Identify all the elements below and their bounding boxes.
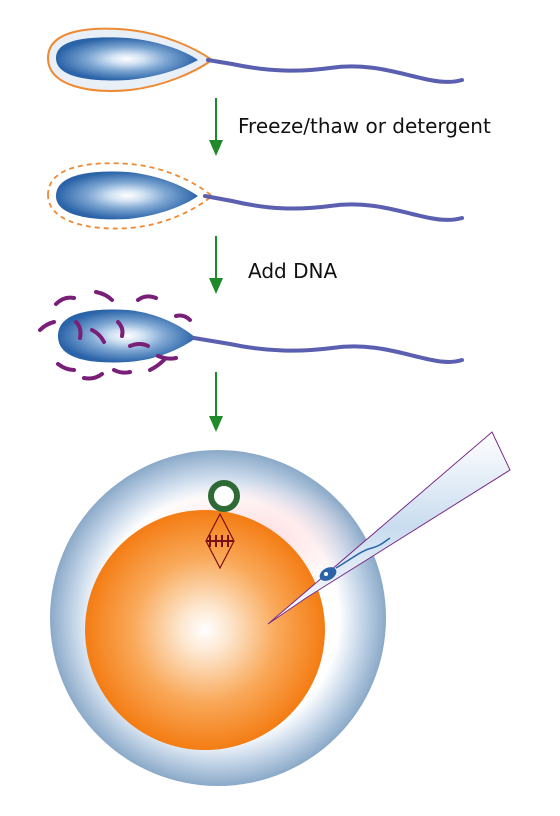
sperm-head <box>58 309 196 363</box>
dna-fragment-icon <box>90 328 106 344</box>
egg-icon <box>50 450 386 786</box>
sperm-with-dna <box>38 290 464 381</box>
down-arrow-icon <box>209 372 223 432</box>
dna-fragment-icon <box>94 290 114 302</box>
dna-fragments <box>38 290 192 381</box>
dna-fragment-icon <box>74 320 83 340</box>
dna-fragment-icon <box>38 320 56 332</box>
dna-fragment-icon <box>136 294 158 302</box>
dna-fragment-icon <box>128 342 150 348</box>
dna-fragment-icon <box>82 372 104 381</box>
sperm-tail <box>192 336 464 364</box>
sperm-head <box>56 37 198 81</box>
step-1-label: Freeze/thaw or detergent <box>238 114 491 138</box>
dna-fragment-icon <box>56 362 76 372</box>
down-arrow-icon <box>209 98 223 156</box>
spindle <box>205 512 235 570</box>
sperm-in-pipette <box>319 537 391 581</box>
dna-fragment-icon <box>148 358 166 372</box>
micropipette-icon <box>267 431 511 625</box>
dna-fragment-icon <box>174 313 192 322</box>
egg-cytoplasm <box>85 510 325 750</box>
sperm-intact <box>46 27 464 92</box>
sperm-head <box>56 171 198 220</box>
dna-fragment-icon <box>54 295 76 306</box>
sperm-tail <box>206 58 464 84</box>
step-2-label: Add DNA <box>248 259 337 283</box>
dna-fragment-icon <box>116 320 125 338</box>
sperm-disrupted <box>47 162 464 230</box>
dna-fragment-icon <box>156 354 178 361</box>
sperm-tail <box>203 194 464 222</box>
polar-body <box>208 480 240 512</box>
dna-fragment-icon <box>112 368 132 375</box>
down-arrow-icon <box>209 236 223 294</box>
